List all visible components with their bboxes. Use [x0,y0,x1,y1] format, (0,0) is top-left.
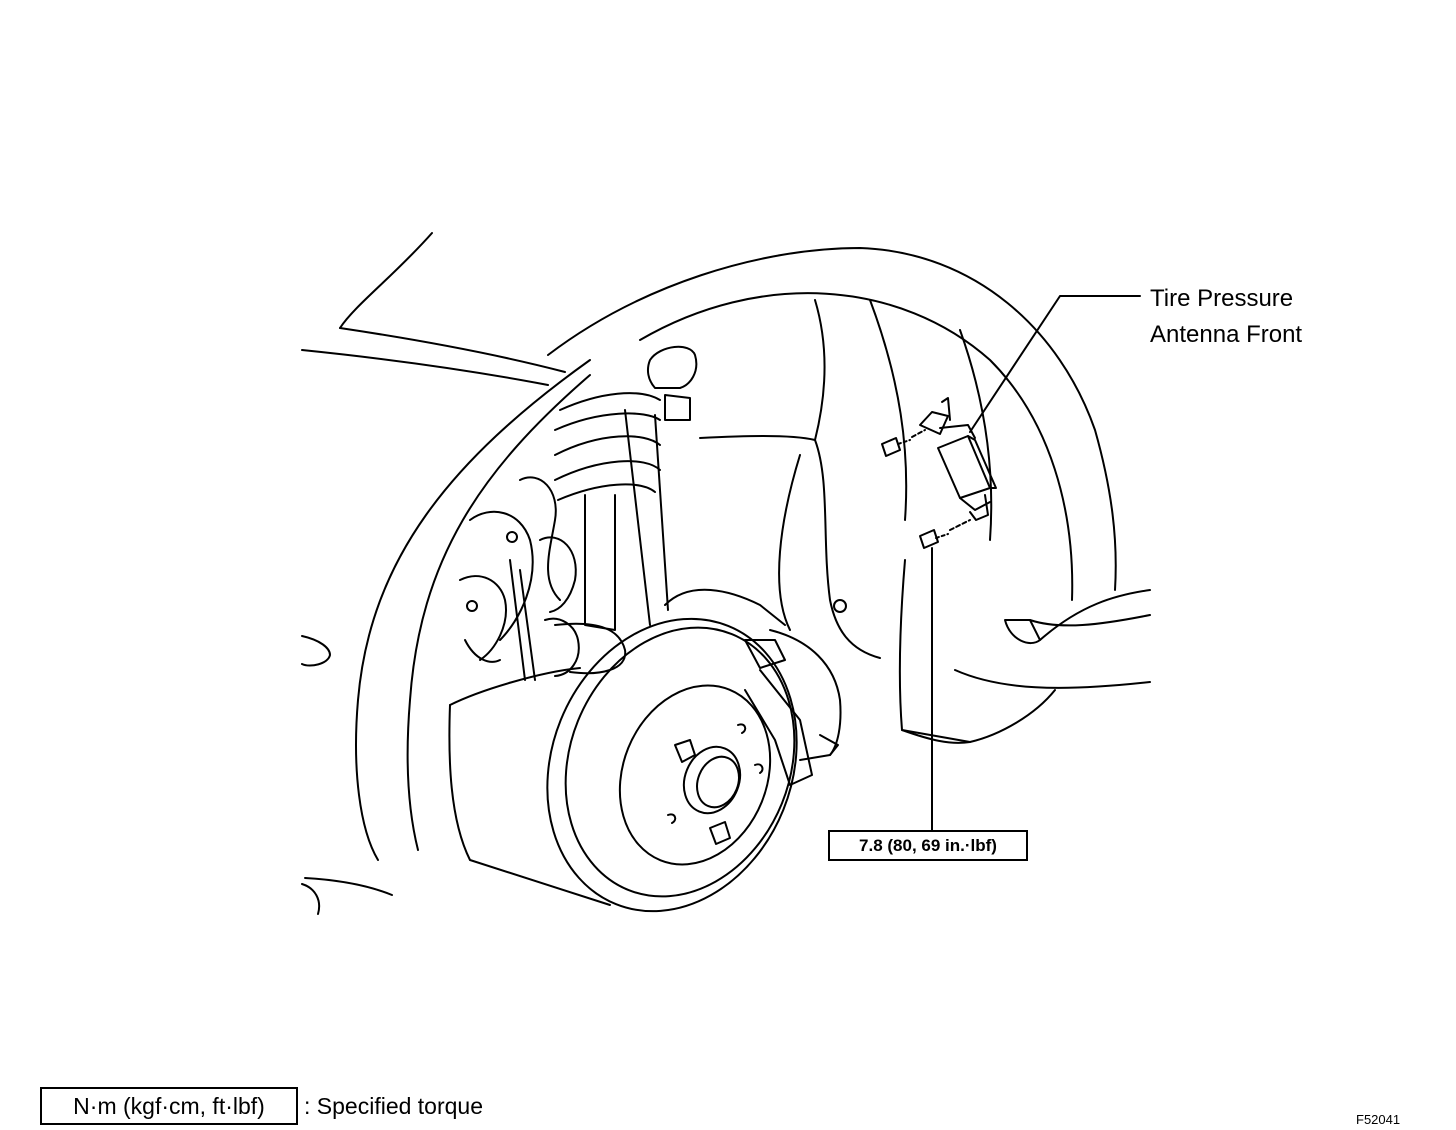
strut-assembly [459,345,698,681]
legend-text: : Specified torque [304,1093,484,1119]
figure-code: F52041 [1356,1112,1401,1127]
knuckle [448,588,842,906]
legend-unit-box: N·m (kgf·cm, ft·lbf) [40,1087,298,1125]
torque-spec-box: 7.8 (80, 69 in.·lbf) [828,830,1028,861]
bolt-icon [881,429,926,457]
component-label-line-1: Tire Pressure [1150,285,1294,312]
bolt-icon [919,519,971,549]
leader-lines [931,295,1141,831]
wheel-liner [639,292,1151,744]
tire-pressure-antenna-icon [919,397,997,521]
fender-outline [301,232,1117,915]
component-label-line-2: Antenna Front [1150,321,1303,348]
disc-brake-rotor-icon [546,617,798,913]
component-label: Tire Pressure Antenna Front [1150,281,1302,353]
